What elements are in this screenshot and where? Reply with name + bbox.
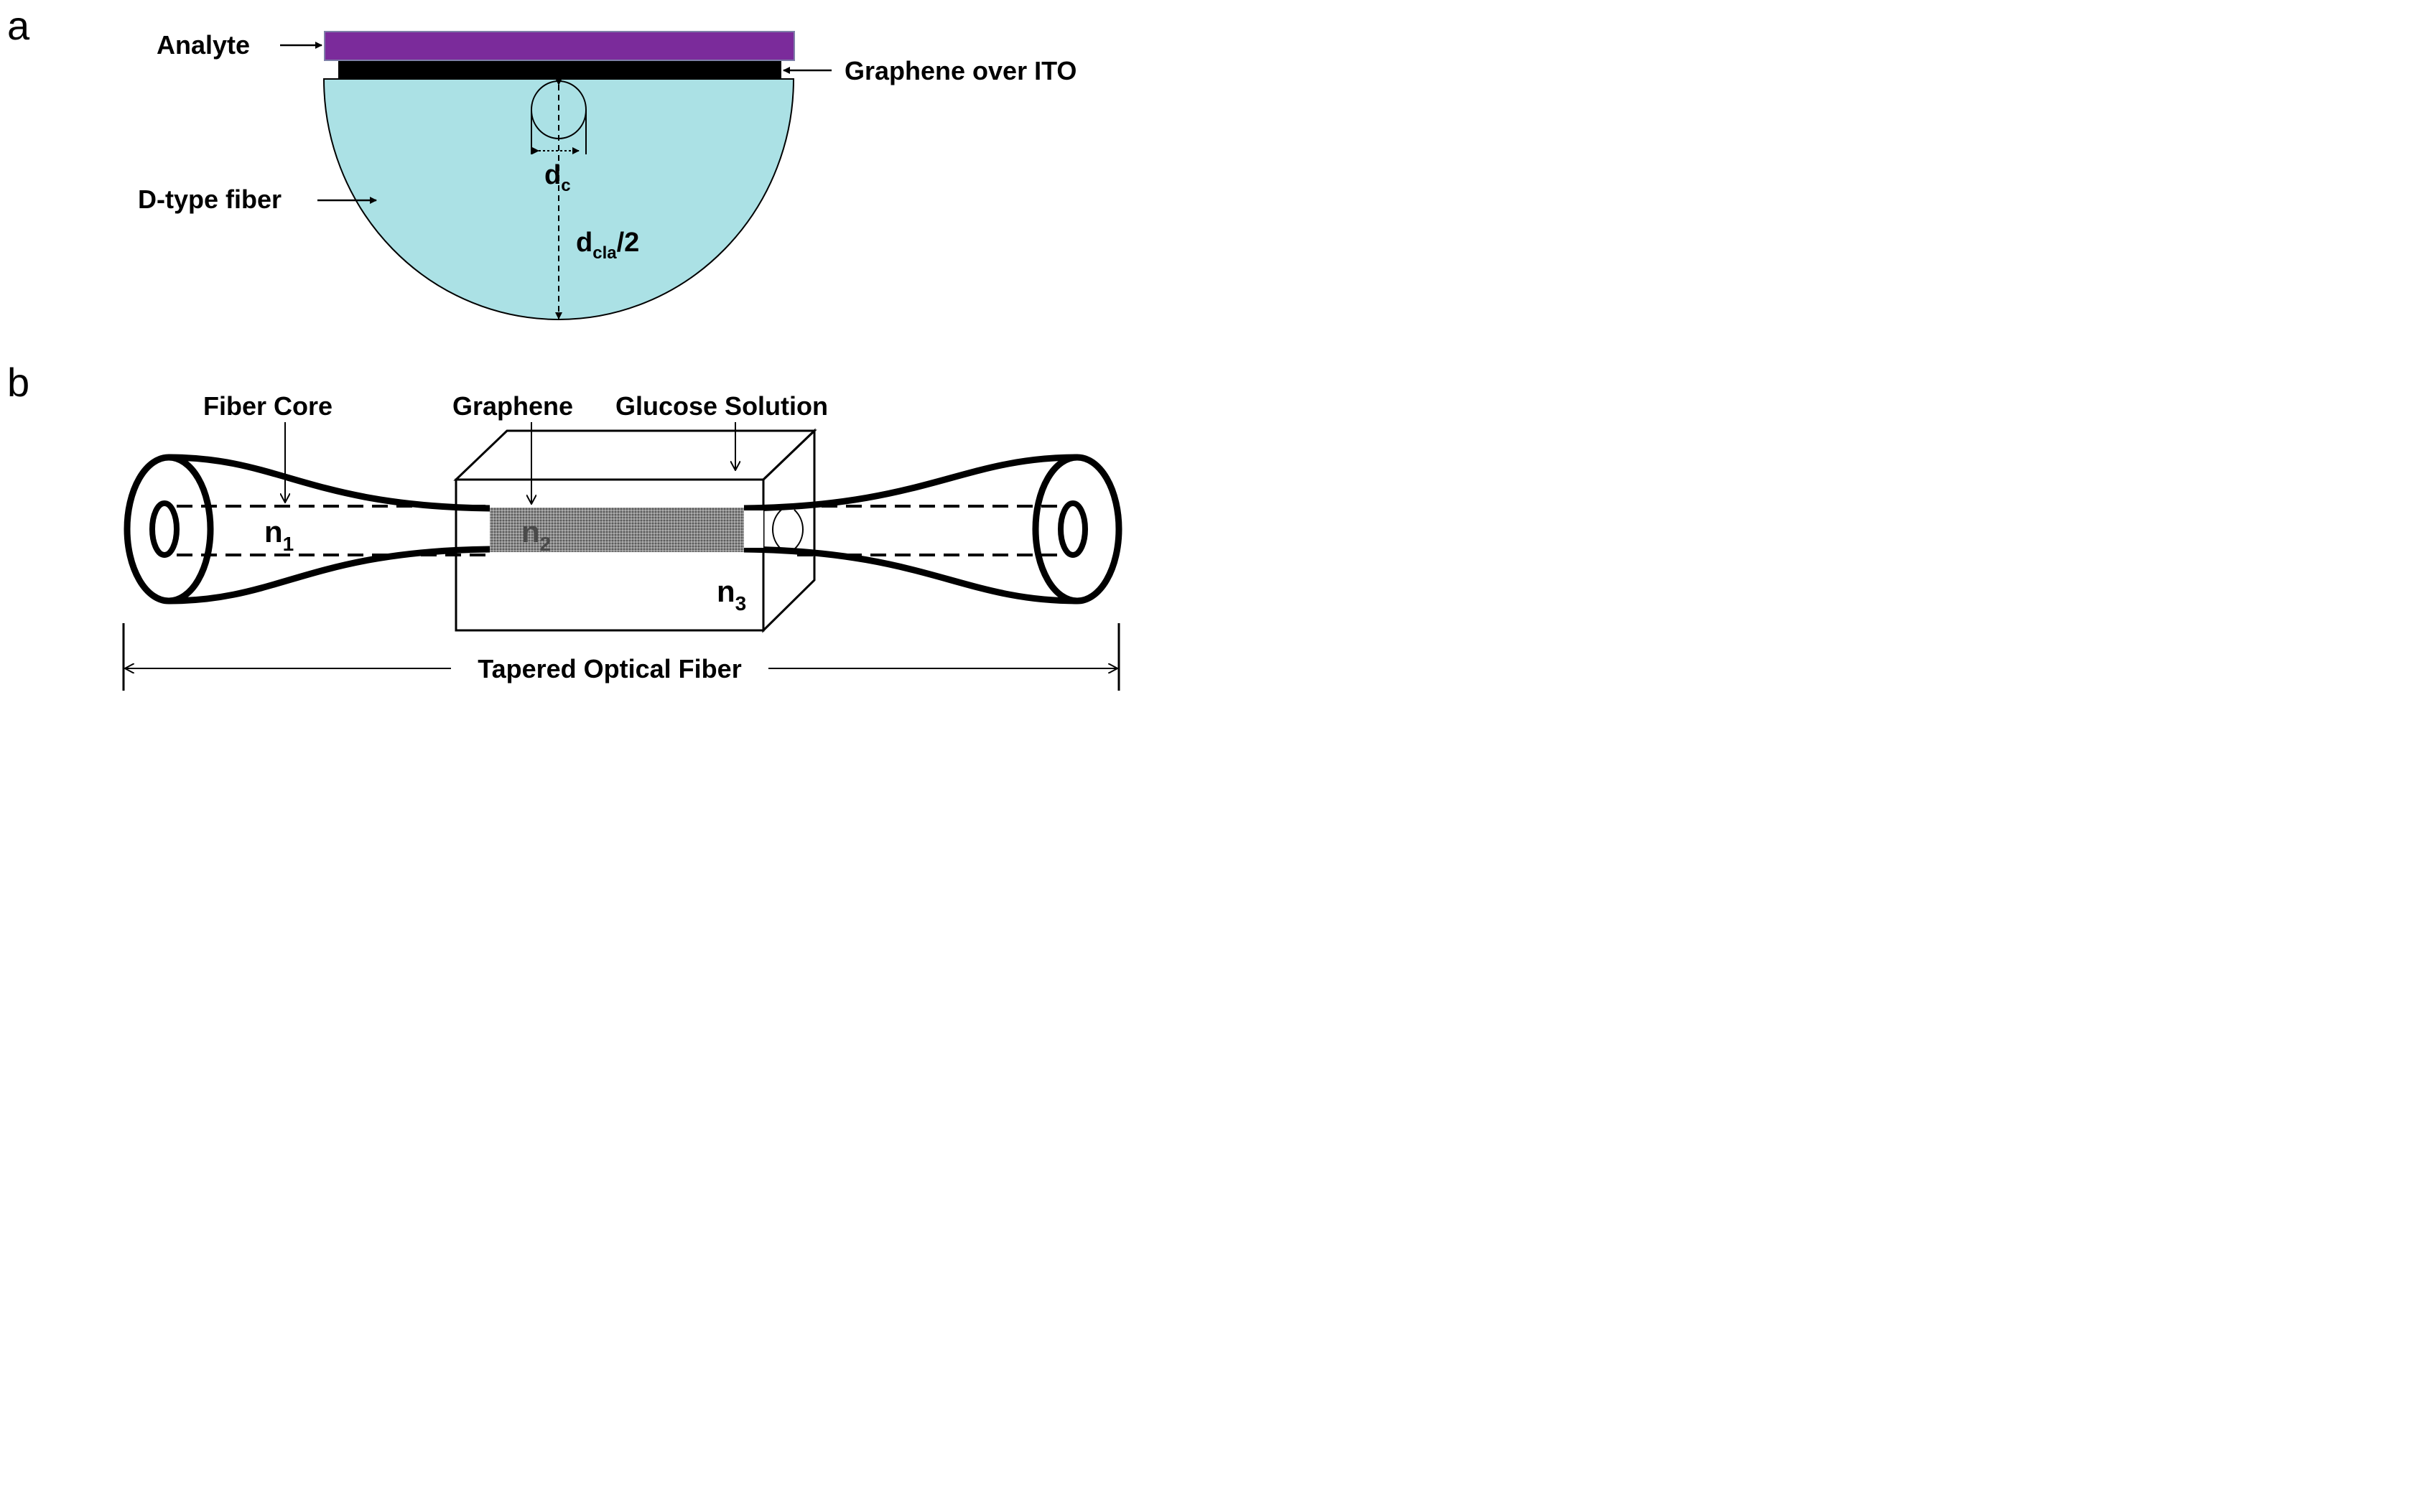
n3-symbol: n xyxy=(717,574,735,608)
n1-subscript: 1 xyxy=(283,533,294,555)
glucose-solution-label: Glucose Solution xyxy=(615,391,828,421)
graphene-label: Graphene xyxy=(452,391,573,421)
box-exit-lens xyxy=(772,509,804,550)
panel-b-letter: b xyxy=(7,360,29,405)
left-core-face xyxy=(149,500,180,558)
panel-a: a Analyte Graphene over ITO D-type fiber… xyxy=(7,3,1077,320)
cladding-radius-label: dcla/2 xyxy=(576,228,639,263)
core-diameter-label: dc xyxy=(544,160,571,195)
core-diameter-subscript: c xyxy=(561,176,570,195)
graphene-ito-layer xyxy=(338,61,781,80)
n2-symbol: n xyxy=(521,515,540,549)
graphene-coated-waist xyxy=(490,508,744,552)
n3-label: n3 xyxy=(717,574,746,615)
cladding-radius-symbol: d xyxy=(576,228,592,258)
right-fiber-end xyxy=(743,454,1122,605)
analyte-layer xyxy=(324,31,795,61)
right-fiber-outline xyxy=(743,454,1078,605)
n2-subscript: 2 xyxy=(540,533,552,555)
graphene-ito-label: Graphene over ITO xyxy=(845,56,1077,85)
analyte-label: Analyte xyxy=(157,30,250,60)
left-fiber-outline xyxy=(168,454,490,605)
core-dashed-lines xyxy=(177,505,1066,556)
n1-label: n1 xyxy=(264,515,294,555)
figure: a Analyte Graphene over ITO D-type fiber… xyxy=(7,3,1122,691)
cladding-radius-subscript: cla xyxy=(592,243,617,263)
left-fiber-end xyxy=(124,454,490,605)
panel-a-letter: a xyxy=(7,3,30,48)
n3-subscript: 3 xyxy=(735,592,747,615)
box-fiber-exit-gap xyxy=(744,510,763,548)
core-diameter-symbol: d xyxy=(544,160,561,190)
d-type-fiber-label: D-type fiber xyxy=(138,185,282,214)
right-core-face xyxy=(1058,500,1088,558)
fiber-core-label: Fiber Core xyxy=(203,391,333,421)
n2-label: n2 xyxy=(521,515,551,555)
panel-b: b Fiber xyxy=(7,360,1122,691)
tapered-fiber-label: Tapered Optical Fiber xyxy=(478,654,741,683)
cladding-radius-suffix: /2 xyxy=(617,228,640,258)
n1-symbol: n xyxy=(264,515,283,549)
